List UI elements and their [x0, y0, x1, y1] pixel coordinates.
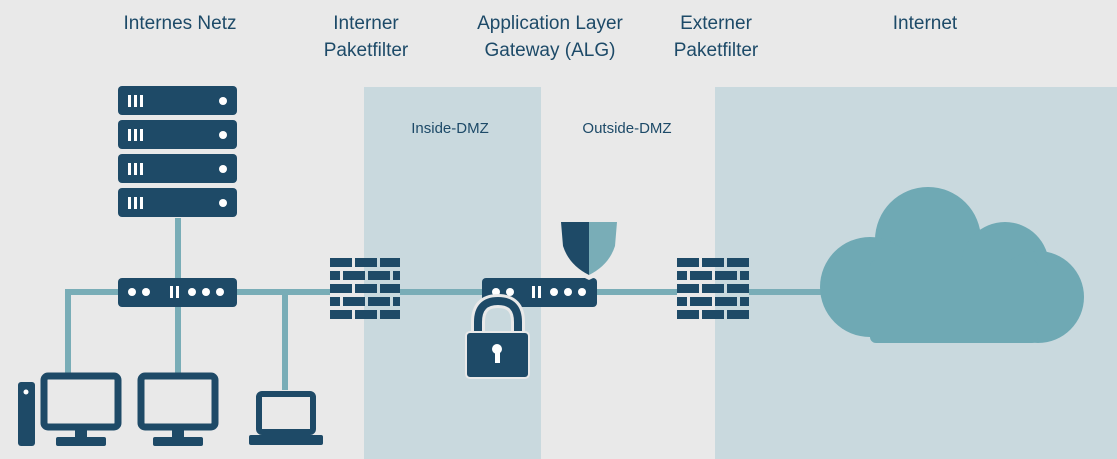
- inside-dmz-label: Inside-DMZ: [411, 120, 489, 137]
- network-links: [65, 218, 830, 390]
- external-filter-line1: Externer: [680, 13, 752, 34]
- external-firewall-icon: [677, 258, 749, 319]
- desktop-monitor-icon: [137, 372, 219, 446]
- external-packet-filter-heading: Externer Paketfilter: [674, 10, 758, 64]
- internal-filter-line1: Interner: [333, 13, 399, 34]
- server-stack-icon: [118, 86, 237, 217]
- lock-icon: [465, 293, 530, 379]
- inside-dmz-zone: [364, 87, 541, 459]
- internal-firewall-icon: [330, 258, 400, 319]
- internal-packet-filter-heading: Interner Paketfilter: [324, 10, 408, 64]
- cloud-icon: [820, 187, 1084, 343]
- internet-label: Internet: [892, 13, 958, 34]
- switch-icon: [118, 278, 237, 307]
- desktop-monitor-icon: [40, 372, 122, 446]
- internal-filter-line2: Paketfilter: [323, 40, 409, 61]
- external-filter-line2: Paketfilter: [673, 40, 759, 61]
- alg-heading: Application Layer Gateway (ALG): [477, 10, 623, 64]
- internal-network-label: Internes Netz: [123, 13, 237, 34]
- laptop-icon: [249, 391, 323, 445]
- alg-line2: Gateway (ALG): [484, 40, 616, 61]
- outside-dmz-label: Outside-DMZ: [582, 120, 672, 137]
- internet-heading: Internet: [893, 10, 957, 37]
- alg-line1: Application Layer: [477, 13, 623, 34]
- internal-network-heading: Internes Netz: [124, 10, 237, 37]
- tower-pc-icon: [18, 382, 35, 446]
- shield-icon: [556, 219, 622, 280]
